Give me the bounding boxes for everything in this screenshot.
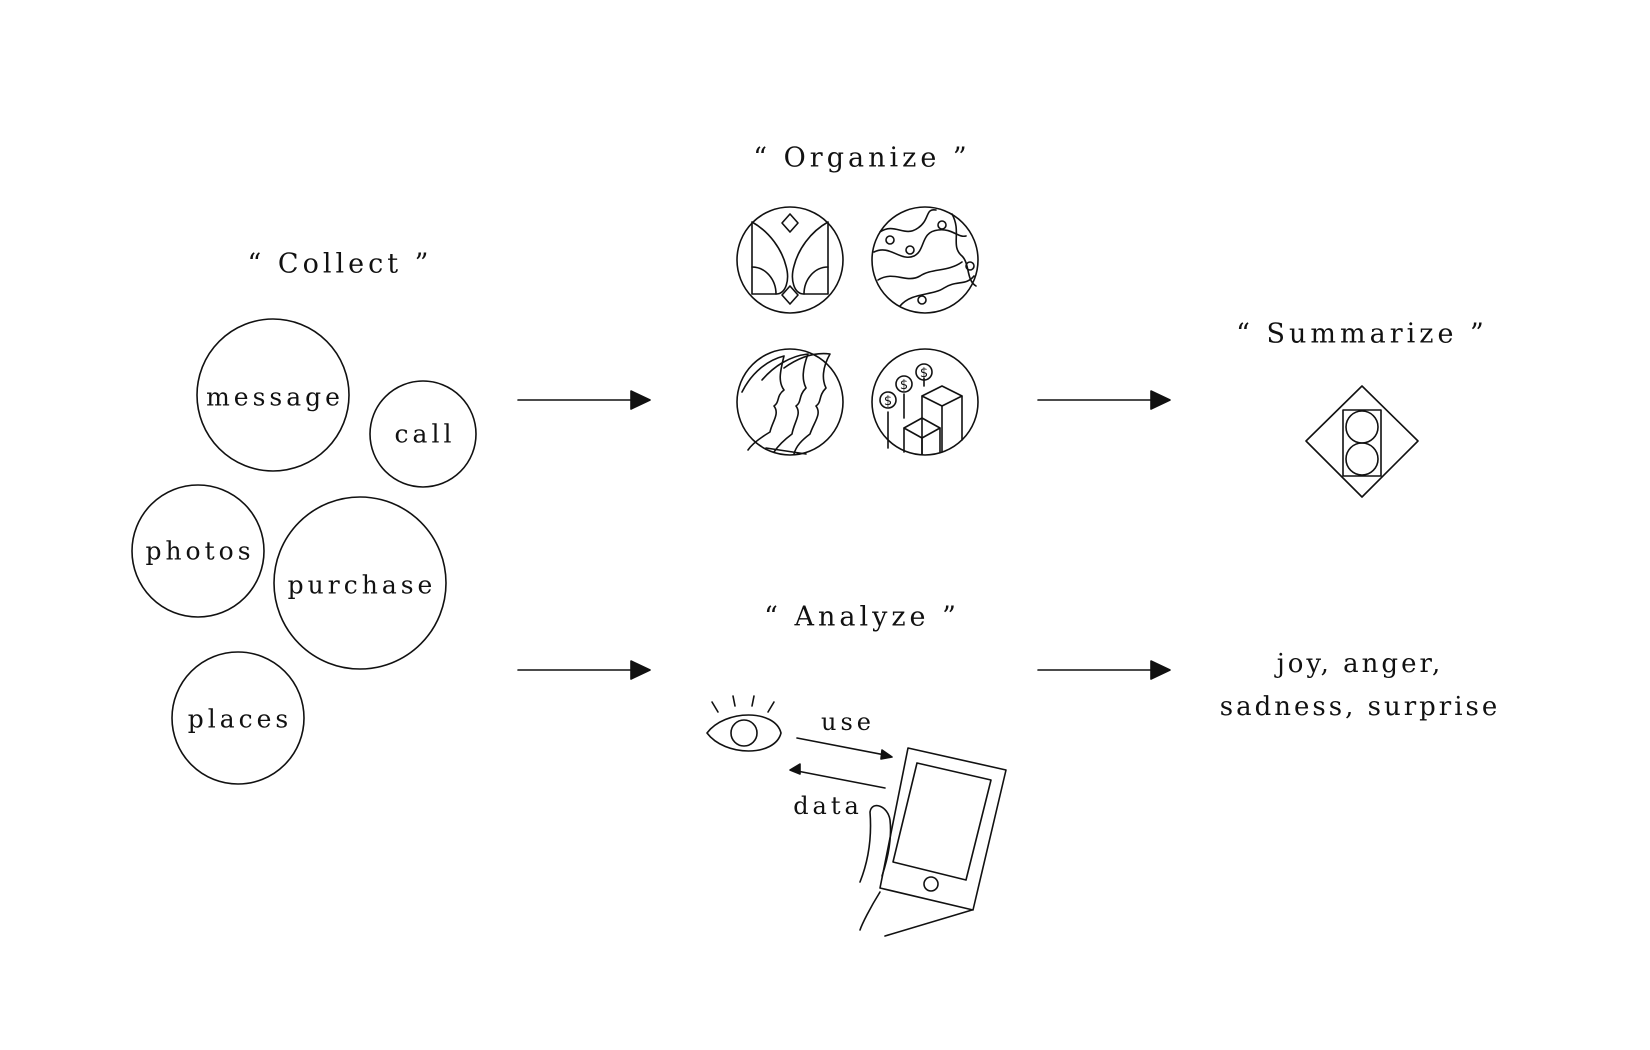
- eye-icon: [706, 695, 782, 752]
- bubble-call: [369, 380, 477, 488]
- source-photos: photos: [145, 536, 255, 566]
- bubble-message: [196, 318, 350, 472]
- bubble-photos: [131, 484, 265, 618]
- faces-icon: [736, 348, 844, 456]
- svg-text:$: $: [920, 366, 928, 381]
- map-icon: [871, 206, 979, 314]
- source-purchase: purchase: [287, 570, 437, 600]
- use-label: use: [821, 708, 875, 736]
- stage-title-organize: “ Organize ”: [753, 142, 971, 174]
- source-call: call: [394, 419, 456, 449]
- svg-text:$: $: [900, 378, 908, 393]
- source-message: message: [206, 382, 344, 412]
- arrow-organize-summarize: [1037, 390, 1171, 410]
- data-arrow: [789, 763, 886, 789]
- stage-title-collect: “ Collect ”: [247, 248, 433, 280]
- source-places: places: [187, 704, 293, 734]
- finance-icon: $ $ $: [871, 348, 979, 456]
- hand-icon: [859, 804, 973, 937]
- svg-text:$: $: [884, 394, 892, 409]
- diamond-icon: [1305, 385, 1419, 498]
- arrow-analyze-emotions: [1037, 660, 1171, 680]
- use-arrow: [796, 737, 893, 760]
- masks-icon: [736, 206, 844, 314]
- emotions-line-1: joy, anger,: [1276, 649, 1444, 679]
- data-label: data: [793, 792, 863, 820]
- stage-title-analyze: “ Analyze ”: [764, 601, 960, 633]
- emotions-line-2: sadness, surprise: [1219, 692, 1501, 722]
- bubble-purchase: [273, 496, 447, 670]
- arrow-collect-organize: [517, 390, 651, 410]
- stage-title-summarize: “ Summarize ”: [1236, 318, 1488, 350]
- bubble-places: [171, 651, 305, 785]
- phone-icon: [879, 747, 1007, 911]
- arrow-collect-analyze: [517, 660, 651, 680]
